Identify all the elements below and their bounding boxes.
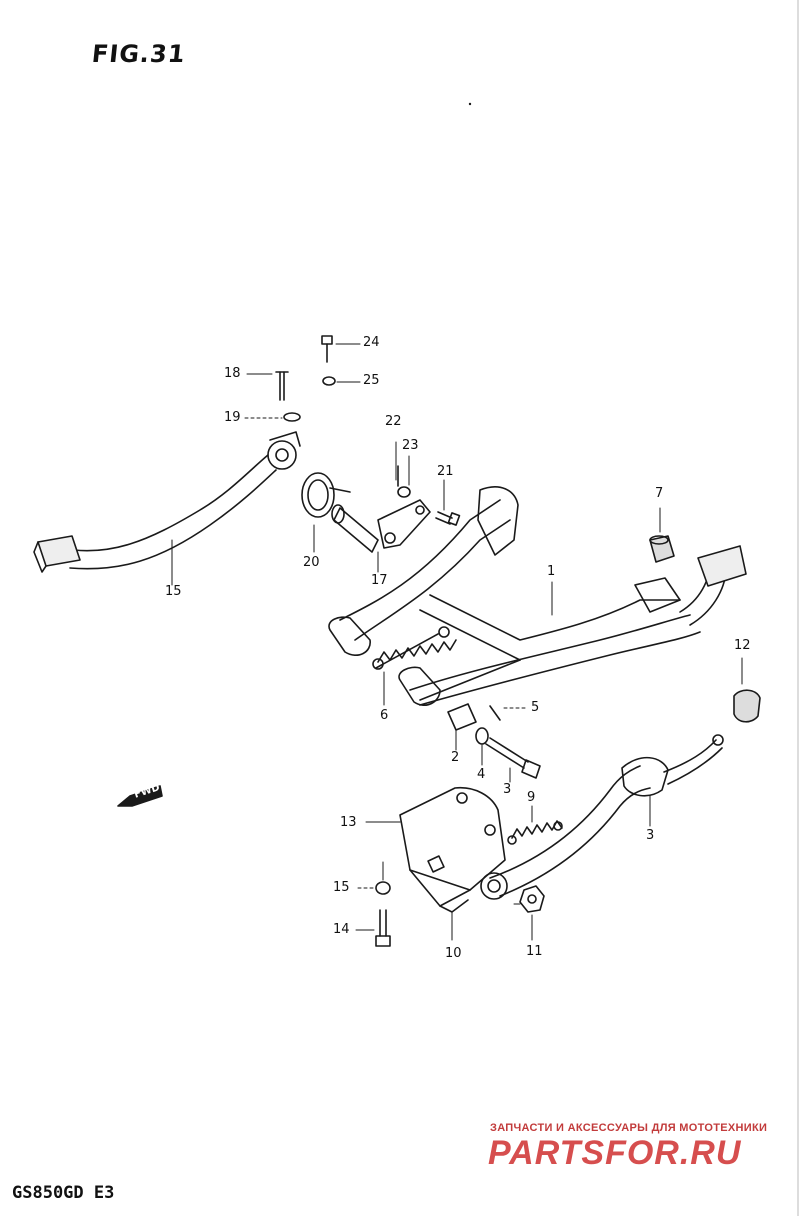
callout-24: 24 (363, 335, 380, 350)
washer-4 (475, 727, 489, 766)
callout-20: 20 (303, 555, 320, 570)
brake-pedal-pad (37, 535, 81, 567)
bolt-3 (485, 737, 541, 783)
watermark-logo: PARTSFOR.RU (488, 1134, 742, 1172)
nut-11 (513, 885, 545, 941)
side-stand-main-part (328, 486, 747, 706)
callout-19: 19 (224, 410, 241, 425)
callout-21: 21 (437, 464, 454, 479)
callout-18: 18 (224, 366, 241, 381)
brake-pedal-part (33, 431, 301, 586)
callout-5: 5 (531, 700, 540, 715)
callout-6: 6 (380, 708, 389, 723)
callout-15: 15 (333, 880, 350, 895)
callout-23: 23 (402, 438, 419, 453)
spring-6 (372, 626, 457, 706)
pivot-shaft-17 (331, 499, 431, 573)
stand-kick-pad (697, 545, 747, 587)
callout-7: 7 (655, 486, 664, 501)
callout-14: 14 (333, 922, 350, 937)
washer-19 (244, 412, 301, 422)
callout-4: 4 (477, 767, 486, 782)
callout-25: 25 (363, 373, 380, 388)
scan-edge-line (797, 0, 799, 1216)
callout-2: 2 (451, 750, 460, 765)
spring-clip-20 (301, 472, 351, 553)
callout-9: 9 (527, 790, 536, 805)
pin-5 (489, 705, 529, 721)
callout-11: 11 (526, 944, 543, 959)
spring-9 (507, 805, 563, 845)
watermark-caption: ЗАПЧАСТИ И АКСЕССУАРЫ ДЛЯ МОТОТЕХНИКИ (490, 1122, 768, 1134)
mounting-bracket-13 (365, 786, 506, 941)
callout-13: 13 (340, 815, 357, 830)
callout-3: 3 (646, 828, 655, 843)
bolt-24 (321, 335, 361, 363)
callout-3: 3 (503, 782, 512, 797)
bolt-14 (355, 909, 391, 947)
washer-23 (397, 455, 411, 498)
rubber-cap-7 (649, 507, 675, 563)
washer-15 (357, 861, 391, 895)
callout-10: 10 (445, 946, 462, 961)
bolt-18 (246, 371, 289, 401)
forward-arrow-icon (117, 785, 163, 807)
cotter-pin-22 (395, 441, 399, 487)
callout-12: 12 (734, 638, 751, 653)
washer-25 (322, 376, 361, 386)
bushing-2 (447, 703, 477, 751)
callout-1: 1 (547, 564, 556, 579)
side-stand-lower-part (480, 734, 724, 900)
bolt-21 (435, 479, 461, 526)
callout-22: 22 (385, 414, 402, 429)
model-code: GS850GD E3 (12, 1183, 115, 1203)
callout-17: 17 (371, 573, 388, 588)
callout-15: 15 (165, 584, 182, 599)
rubber-stopper-12 (733, 657, 761, 723)
scan-dot (468, 102, 472, 106)
